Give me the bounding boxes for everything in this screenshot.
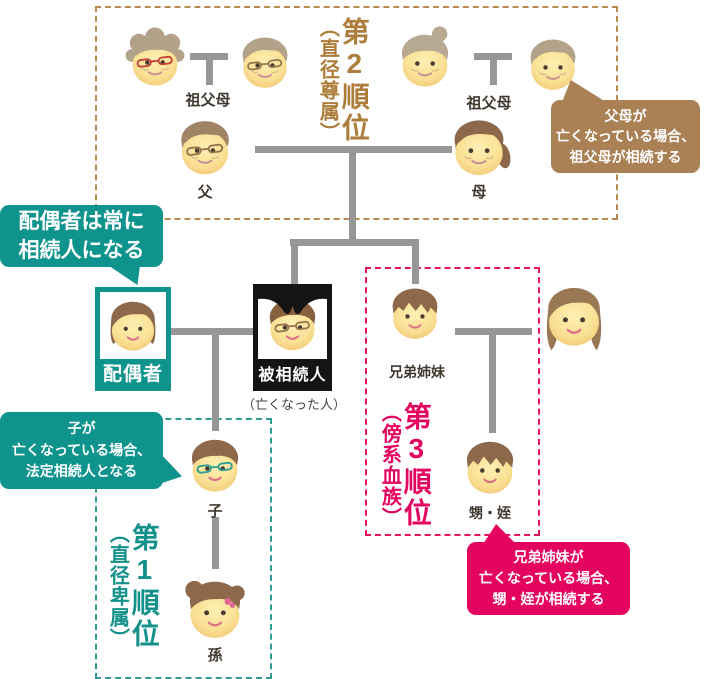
grandchild-label: 孫 xyxy=(207,647,223,664)
connector-grandparents-right-v xyxy=(490,60,497,85)
child-label: 子 xyxy=(207,503,223,520)
grandparents-callout: 父母が 亡くなっている場合、 祖父母が相続する xyxy=(551,100,700,173)
person-spouse-icon xyxy=(100,292,166,359)
rank3-group-box xyxy=(365,267,540,536)
person-grandfather-maternal-icon xyxy=(519,30,587,98)
nephew-callout: 兄弟姉妹が 亡くなっている場合、 甥・姪が相続する xyxy=(467,542,630,615)
rank3-title-main: 第3順位 xyxy=(400,402,432,529)
grandparents-right-label: 祖父母 xyxy=(466,95,512,112)
person-grandmother-maternal-icon xyxy=(390,25,460,95)
rank3-title: 第3順位 （傍系血族） xyxy=(378,402,432,532)
deceased-label: 被相続人 xyxy=(258,359,327,386)
person-nephew-niece-icon xyxy=(455,432,525,502)
child-callout: 子が 亡くなっている場合、 法定相続人となる xyxy=(0,412,163,489)
spouse-callout: 配偶者は常に 相続人になる xyxy=(0,205,163,267)
person-grandfather-paternal-icon xyxy=(231,28,299,96)
spouse-callout-line: 相続人になる xyxy=(18,239,145,262)
rank2-title-sub: （直径尊属） xyxy=(316,17,339,143)
deceased-frame: 被相続人 xyxy=(253,284,332,391)
connector-parents-marriage xyxy=(255,146,452,153)
rank2-title-main: 第2順位 xyxy=(338,17,370,144)
mother-label: 母 xyxy=(471,184,487,201)
spouse-frame: 配偶者 xyxy=(95,287,171,391)
grandparents-left-label: 祖父母 xyxy=(185,92,231,109)
connector-to-child xyxy=(212,335,219,431)
siblings-label: 兄弟姉妹 xyxy=(389,364,445,380)
nephew-niece-label: 甥・姪 xyxy=(469,505,511,521)
connector-to-siblings xyxy=(412,246,419,284)
connector-grandparents-left-v xyxy=(206,60,213,85)
child-callout-line: 亡くなっている場合、 xyxy=(11,441,152,458)
rank1-group-box xyxy=(95,418,272,679)
person-sibling-icon xyxy=(381,279,449,347)
child-callout-line: 法定相続人となる xyxy=(25,463,138,480)
rank1-title-sub: （直径卑属） xyxy=(106,523,129,649)
connector-to-grandchild xyxy=(212,517,219,569)
grandparents-callout-line: 祖父母が相続する xyxy=(569,148,682,165)
father-label: 父 xyxy=(197,184,213,201)
child-callout-line: 子が xyxy=(67,419,96,436)
person-mother-icon xyxy=(442,110,516,184)
person-sibling-spouse-icon xyxy=(535,277,613,355)
spouse-callout-line: 配偶者は常に xyxy=(18,209,145,233)
connector-grandparents-left-h xyxy=(190,53,228,60)
connector-grandparents-right-h xyxy=(474,53,512,60)
person-deceased-icon xyxy=(258,289,327,359)
connector-sibling-marriage xyxy=(455,328,532,335)
connector-spouse-marriage xyxy=(171,328,255,335)
nephew-callout-line: 甥・姪が相続する xyxy=(492,591,605,607)
rank1-title-main: 第1順位 xyxy=(128,523,160,650)
nephew-callout-line: 亡くなっている場合、 xyxy=(478,570,619,586)
deceased-sublabel: （亡くなった人） xyxy=(241,397,346,412)
rank3-title-sub: （傍系血族） xyxy=(378,402,401,528)
connector-children-h xyxy=(290,239,419,246)
person-father-icon xyxy=(169,111,241,183)
grandparents-callout-line: 亡くなっている場合、 xyxy=(555,128,696,145)
rank2-title: 第2順位 （直径尊属） xyxy=(316,17,370,157)
spouse-callout-tail xyxy=(107,265,141,285)
person-child-icon xyxy=(180,430,250,500)
rank1-title: 第1順位 （直径卑属） xyxy=(106,523,160,673)
connector-to-nephew xyxy=(489,335,496,433)
connector-parents-down xyxy=(349,153,356,243)
connector-to-deceased xyxy=(291,246,298,287)
person-grandmother-paternal-icon xyxy=(120,24,190,94)
spouse-label: 配偶者 xyxy=(100,359,166,386)
grandparents-callout-line: 父母が xyxy=(604,108,647,125)
nephew-callout-line: 兄弟姉妹が xyxy=(513,549,584,565)
person-grandchild-icon xyxy=(177,571,253,647)
mourning-ribbon-icon xyxy=(258,289,327,315)
